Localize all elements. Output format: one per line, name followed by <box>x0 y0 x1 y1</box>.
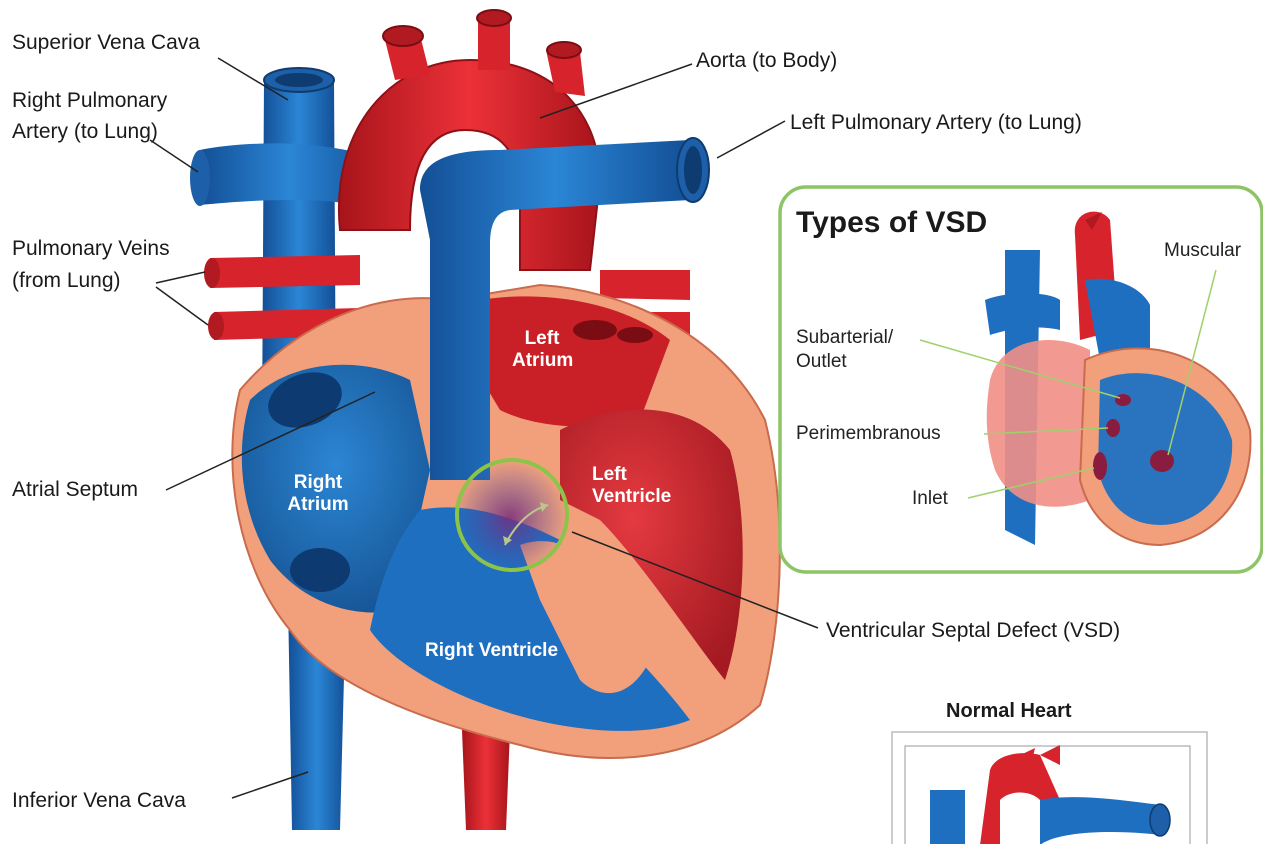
label-inferior-vena-cava: Inferior Vena Cava <box>12 788 186 814</box>
label-right-atrium: Right Atrium <box>276 472 360 516</box>
left-atrium-line1: Left <box>512 328 572 350</box>
label-atrial-septum: Atrial Septum <box>12 477 138 503</box>
left-ventricle-line1: Left <box>592 464 692 486</box>
label-left-atrium: Left Atrium <box>512 328 572 372</box>
label-muscular: Muscular <box>1164 240 1241 262</box>
label-right-pulmonary-artery-line2: Artery (to Lung) <box>12 119 158 145</box>
label-right-pulmonary-artery-line1: Right Pulmonary <box>12 88 167 114</box>
right-atrium-line2: Atrium <box>276 494 360 516</box>
label-subarterial-line2: Outlet <box>796 351 847 373</box>
label-left-ventricle: Left Ventricle <box>592 464 692 508</box>
label-perimembranous: Perimembranous <box>796 423 941 445</box>
left-atrium-line2: Atrium <box>512 350 572 372</box>
pulmonary-vein-upper-right <box>210 255 360 288</box>
pulmonary-vein-upper-left <box>600 270 690 300</box>
right-atrium-line1: Right <box>276 472 360 494</box>
label-inlet: Inlet <box>912 488 948 510</box>
label-pulmonary-veins-line1: Pulmonary Veins <box>12 236 170 262</box>
descending-aorta <box>462 730 510 830</box>
label-pulmonary-veins-line2: (from Lung) <box>12 268 121 294</box>
label-vsd: Ventricular Septal Defect (VSD) <box>826 618 1120 644</box>
normal-heart-title: Normal Heart <box>946 700 1072 723</box>
label-left-pulmonary-artery: Left Pulmonary Artery (to Lung) <box>790 110 1082 136</box>
label-right-ventricle: Right Ventricle <box>425 640 558 662</box>
label-subarterial-line1: Subarterial/ <box>796 327 893 349</box>
left-ventricle-line2: Ventricle <box>592 486 692 508</box>
vsd-types-title: Types of VSD <box>796 206 987 240</box>
label-superior-vena-cava: Superior Vena Cava <box>12 30 200 56</box>
label-aorta: Aorta (to Body) <box>696 48 837 74</box>
